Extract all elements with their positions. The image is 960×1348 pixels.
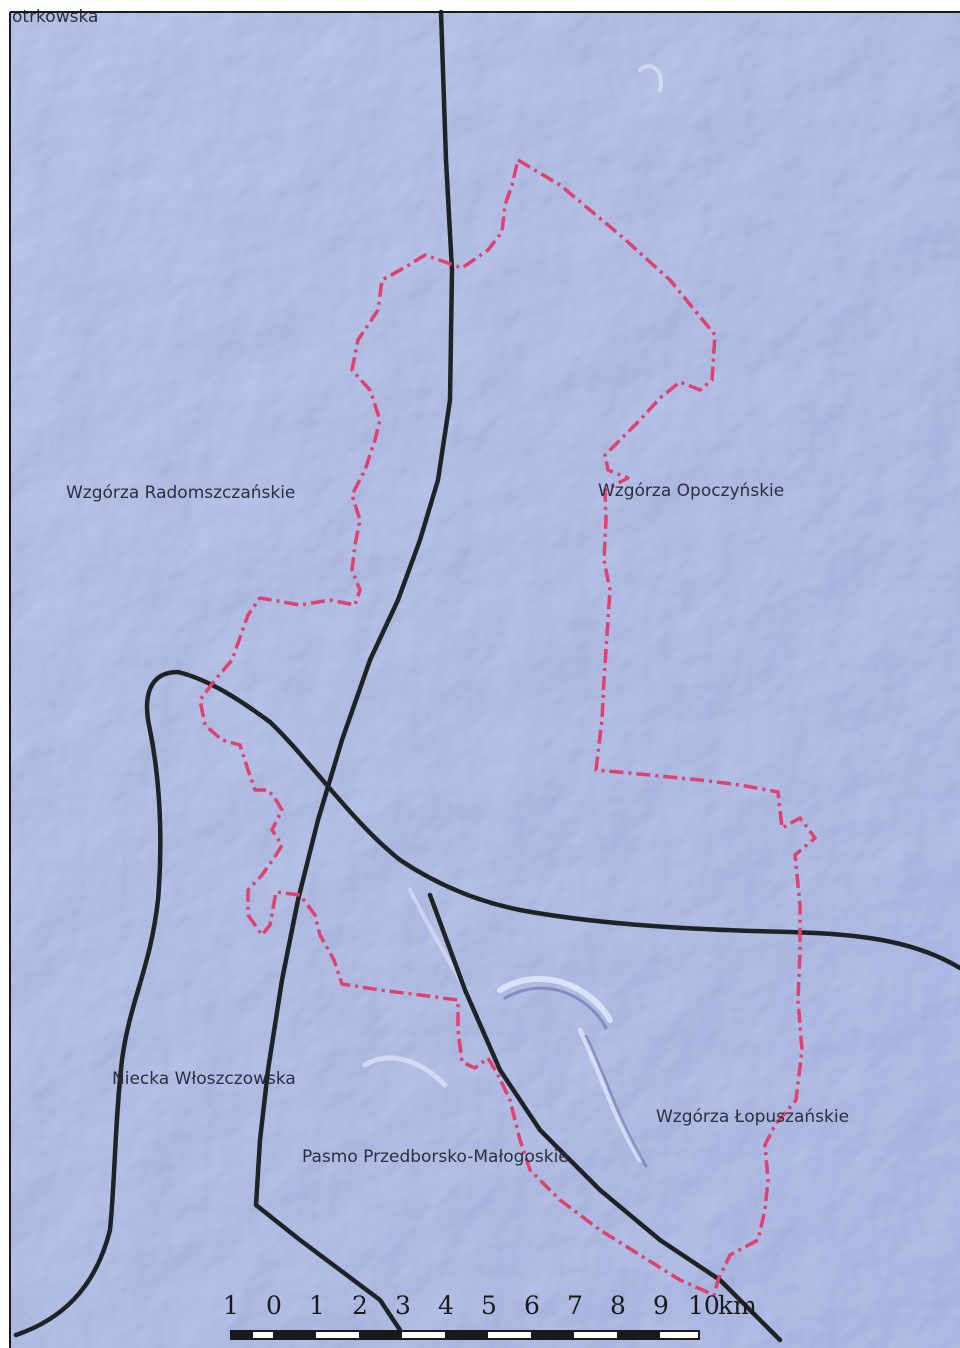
scale-tick-label: 0 [266, 1291, 282, 1320]
relief-tint [10, 12, 960, 1348]
region-boundaries [13, 9, 960, 1343]
boundary-line-north-south [253, 9, 455, 1333]
top-edge-label: otrkowska [12, 7, 98, 27]
study-area-outline [198, 158, 817, 1297]
scale-tick-label: 5 [481, 1291, 497, 1320]
region-label-wzgorza-radomszczanskie: Wzgórza Radomszczańskie [66, 483, 295, 503]
scale-tick-label: 1 [223, 1291, 239, 1320]
scale-unit-label: km [718, 1291, 757, 1320]
scale-tick-label: 2 [352, 1291, 368, 1320]
scale-bar: 1 0 1 2 3 4 5 6 7 8 9 10 km [223, 1291, 757, 1340]
scale-tick-label: 9 [653, 1291, 669, 1320]
scale-bar-segments [231, 1331, 660, 1339]
region-label-wzgorza-lopuszanskie: Wzgórza Łopuszańskie [656, 1107, 849, 1127]
scale-tick-label: 6 [524, 1291, 540, 1320]
region-label-wzgorza-opoczynskie: Wzgórza Opoczyńskie [598, 481, 784, 501]
boundary-line-lopuszno [427, 892, 783, 1343]
scale-tick-label: 1 [309, 1291, 325, 1320]
region-label-pasmo-przedborsko-malogoskie: Pasmo Przedborsko-Małogoskie [302, 1147, 569, 1167]
map-frame [9, 11, 960, 1348]
scale-tick-label: 4 [438, 1291, 454, 1320]
region-label-niecka-wloszczowska: Niecka Włoszczowska [112, 1069, 296, 1089]
scale-tick-label: 8 [610, 1291, 626, 1320]
scale-tick-label: 3 [395, 1291, 411, 1320]
scale-tick-label: 7 [567, 1291, 583, 1320]
boundary-line-niecka-west [13, 669, 960, 1338]
scale-tick-label: 10 [688, 1291, 720, 1320]
